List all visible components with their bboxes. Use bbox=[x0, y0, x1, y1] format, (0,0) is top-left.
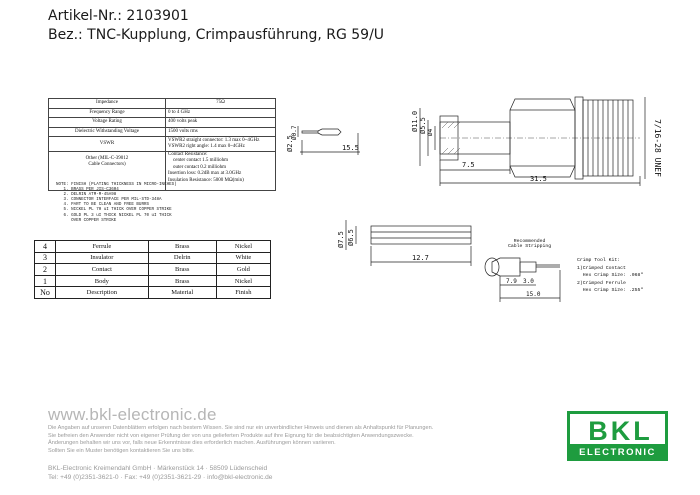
spec-row: Other (MIL-C-39012 Cable Connectors)Cont… bbox=[48, 151, 276, 191]
dim-label: Ø6.5 bbox=[347, 229, 355, 246]
header-no: No bbox=[34, 286, 56, 299]
technical-drawing: Ø2.5 Ø0.7 15.5 Ø11.0 Ø5.5 Ø4 7/16-28 UNE… bbox=[286, 96, 662, 302]
dim-label: 15.0 bbox=[526, 291, 541, 298]
dim-label: Ø7.5 bbox=[337, 231, 345, 248]
dim-label: 12.7 bbox=[412, 254, 429, 262]
logo-subtext: ELECTRONIC bbox=[579, 447, 656, 458]
stripping-title: Recommended Cable Stripping bbox=[508, 239, 552, 250]
article-number: Artikel-Nr.: 2103901 bbox=[48, 8, 189, 24]
spec-value: Contact Resistance: center contact 1.5 m… bbox=[165, 151, 276, 191]
dim-label: Ø4 bbox=[427, 128, 434, 136]
dim-label: 3.0 bbox=[523, 278, 534, 285]
dim-label: Ø0.7 bbox=[291, 125, 298, 140]
disclaimer-text: Die Angaben auf unseren Datenblättern er… bbox=[48, 425, 434, 455]
crimp-tool-info: Crimp Tool Kit: 1)Crimped Contact Hex Cr… bbox=[577, 258, 644, 294]
company-address: BKL-Electronic Kreimendahl GmbH · Märken… bbox=[48, 465, 273, 481]
header-finish: Finish bbox=[215, 286, 272, 299]
spec-value: VSWR2 straight connector: 1.3 max 0~4GHz… bbox=[165, 136, 276, 152]
part-finish: Nickel bbox=[215, 240, 272, 253]
dim-label: Ø5.5 bbox=[419, 117, 427, 134]
connector-body-drawing bbox=[419, 96, 646, 186]
dim-label: 31.5 bbox=[530, 175, 547, 183]
part-no: 4 bbox=[34, 240, 56, 253]
contact-pin-drawing bbox=[297, 126, 360, 155]
hatch-lines bbox=[441, 121, 461, 155]
website-link[interactable]: www.bkl-electronic.de bbox=[48, 405, 217, 424]
finish-notes: NOTE: FINISH (PLATING THICKNESS IN MICRO… bbox=[56, 183, 177, 223]
product-description: Bez.: TNC-Kupplung, Crimpausführung, RG … bbox=[48, 27, 385, 43]
dim-label: 7.5 bbox=[462, 161, 475, 169]
logo-box: BKL bbox=[570, 414, 665, 446]
dim-label: Ø11.0 bbox=[411, 111, 419, 132]
logo-text: BKL bbox=[588, 416, 653, 446]
cable-stripping-drawing bbox=[484, 257, 561, 302]
dim-label: 7.9 bbox=[506, 278, 517, 285]
bkl-logo: BKL ELECTRONIC bbox=[567, 411, 668, 461]
dim-label: Ø2.5 bbox=[286, 135, 294, 152]
ferrule-drawing bbox=[345, 220, 472, 266]
dim-label: 15.5 bbox=[342, 144, 359, 152]
dim-label: 7/16-28 UNEF bbox=[653, 119, 662, 177]
